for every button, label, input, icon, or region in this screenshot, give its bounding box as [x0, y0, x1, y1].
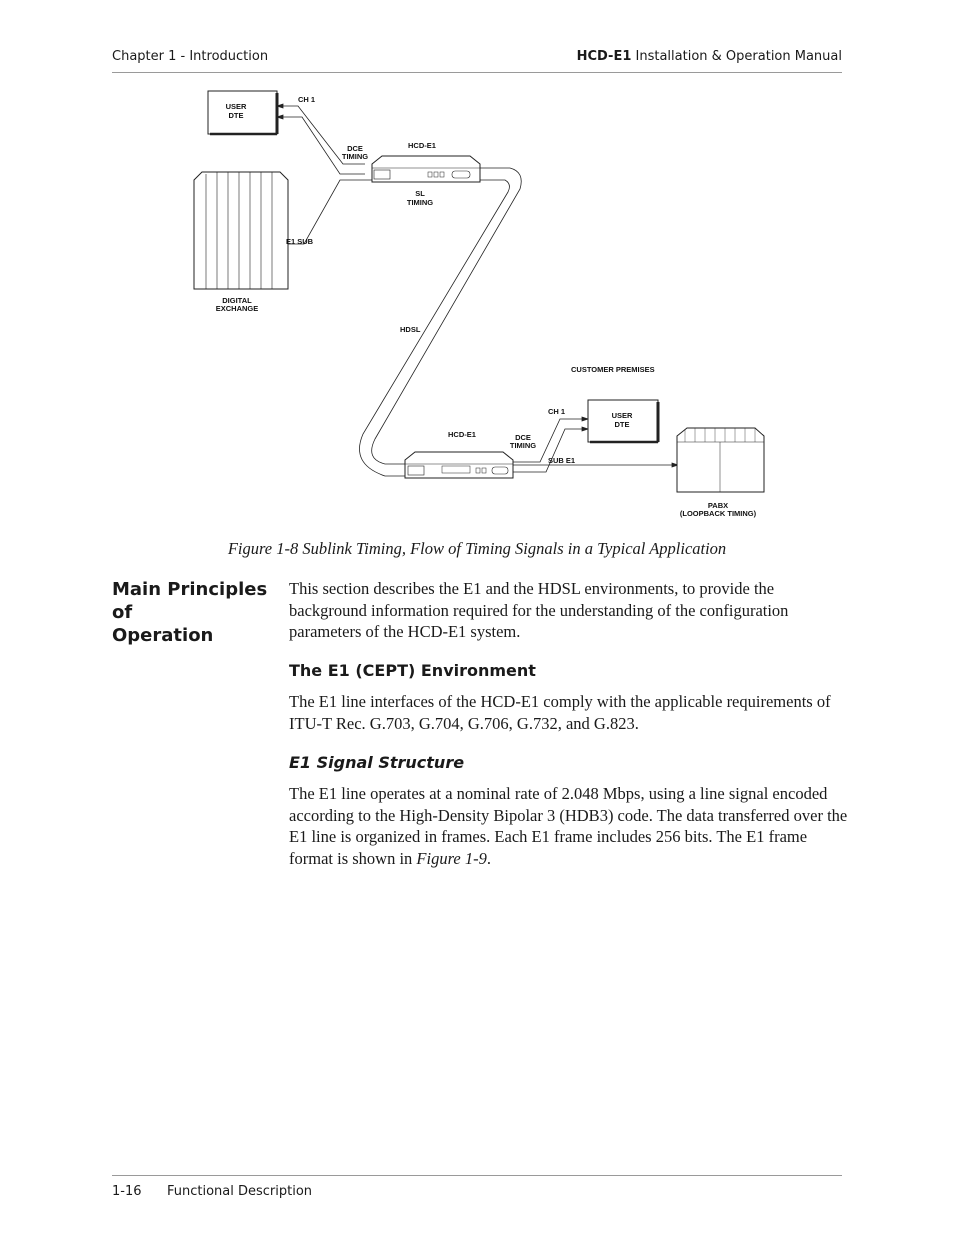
dce-timing-top-line2: TIMING: [342, 152, 368, 161]
user-dte-top: USER DTE: [207, 90, 279, 136]
manual-title-product: HCD-E1: [576, 49, 632, 64]
page-footer: 1-16 Functional Description: [112, 1175, 842, 1199]
sub-e1-label: SUB E1: [548, 456, 575, 465]
page-number: 1-16: [112, 1184, 142, 1199]
ch1-bottom-label: CH 1: [548, 407, 565, 416]
e1-environment-paragraph: The E1 line interfaces of the HCD-E1 com…: [289, 692, 831, 733]
section-heading-line2: Operation: [112, 625, 214, 646]
digital-exchange-line1: DIGITAL: [222, 296, 252, 305]
hcd-e1-top-label: HCD-E1: [408, 141, 436, 150]
customer-premises-label: CUSTOMER PREMISES: [571, 365, 655, 374]
e1-signal-structure-paragraph: The E1 line operates at a nominal rate o…: [289, 783, 849, 869]
hdsl-label: HDSL: [400, 325, 421, 334]
e1-environment-heading: The E1 (CEPT) Environment: [289, 661, 536, 680]
sl-timing-line2: TIMING: [407, 198, 433, 207]
pabx-line2: (LOOPBACK TIMING): [680, 509, 757, 518]
user-dte-bottom: USER DTE: [587, 399, 660, 444]
e1-signal-text-end: .: [486, 848, 491, 868]
figure-1-9-link[interactable]: Figure 1-9: [416, 848, 487, 868]
pabx-line1: PABX: [708, 501, 728, 510]
section-heading: Main Principles of Operation: [112, 578, 282, 647]
dce-timing-top-line1: DCE: [347, 144, 363, 153]
dce-timing-bottom-line1: DCE: [515, 433, 531, 442]
user-dte-bottom-line2: DTE: [615, 420, 630, 429]
timing-diagram: USER DTE CH 1 DCE TIMING HCD-E1 SL TIMIN…: [193, 90, 765, 518]
sub-e1-link: [513, 462, 680, 468]
figure-caption: Figure 1-8 Sublink Timing, Flow of Timin…: [227, 539, 727, 558]
ch1-bottom-link: [513, 416, 590, 473]
ch1-top-label: CH 1: [298, 95, 315, 104]
hcd-e1-bottom-label: HCD-E1: [448, 430, 476, 439]
page-header: Chapter 1 - Introduction HCD-E1 Installa…: [112, 48, 842, 73]
hcd-e1-bottom-device: [404, 451, 514, 479]
section-heading-line1: Main Principles of: [112, 579, 268, 623]
user-dte-bottom-line1: USER: [612, 411, 633, 420]
digital-exchange: DIGITAL EXCHANGE: [193, 171, 289, 313]
intro-paragraph: This section describes the E1 and the HD…: [289, 579, 789, 641]
ch1-top-link: [275, 103, 365, 175]
manual-title-rest: Installation & Operation Manual: [631, 49, 842, 64]
chapter-title: Chapter 1 - Introduction: [112, 49, 269, 64]
hcd-e1-top-device: [371, 155, 481, 183]
e1-signal-text: The E1 line operates at a nominal rate o…: [289, 784, 848, 868]
footer-section: Functional Description: [167, 1184, 313, 1199]
hdsl-cable: [359, 167, 522, 477]
pabx: PABX (LOOPBACK TIMING): [676, 427, 765, 518]
dce-timing-bottom-line2: TIMING: [510, 441, 536, 450]
e1-sub-label: E1 SUB: [286, 237, 314, 246]
manual-title: HCD-E1 Installation & Operation Manual: [577, 49, 842, 64]
e1-sub-link: [288, 179, 372, 245]
user-dte-top-line2: DTE: [229, 111, 244, 120]
user-dte-top-line1: USER: [226, 102, 247, 111]
sl-timing-line1: SL: [415, 189, 425, 198]
digital-exchange-line2: EXCHANGE: [216, 304, 259, 313]
e1-signal-structure-heading: E1 Signal Structure: [289, 753, 465, 772]
